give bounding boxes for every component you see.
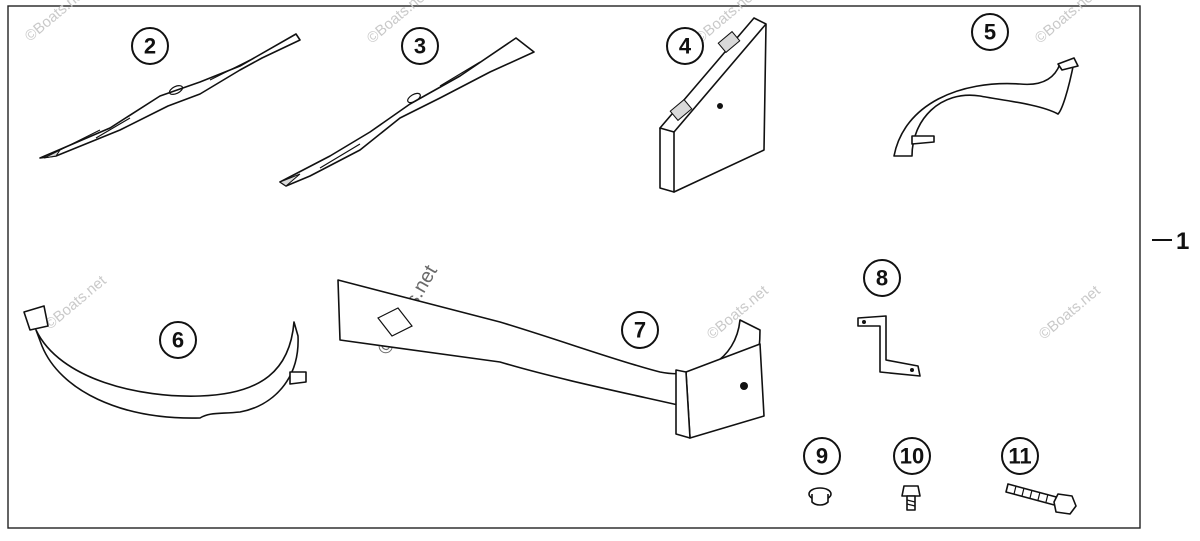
part-6-shield: [23, 305, 307, 419]
callout-10-circle: [893, 437, 931, 475]
callout-11-circle: [1001, 437, 1039, 475]
watermark-text: ©Boats.net: [1036, 282, 1105, 343]
callout-3-number: 3: [414, 34, 426, 59]
part-5-shield: [893, 57, 1079, 157]
callout-8-number: 8: [876, 266, 888, 291]
callout-3-circle: [401, 27, 439, 65]
diagram-frame: [7, 5, 1141, 529]
assembly-ref-label: 1: [1176, 228, 1189, 255]
watermark-text: ©Boats.net: [22, 0, 91, 45]
callout-4-number: 4: [679, 34, 692, 59]
callout-2-circle: [131, 27, 169, 65]
callout-7-number: 7: [634, 318, 646, 343]
callout-6-number: 6: [172, 328, 184, 353]
callout-10-number: 10: [900, 444, 924, 469]
callout-6-circle: [159, 321, 197, 359]
callout-5-circle: [971, 13, 1009, 51]
callout-11-number: 11: [1008, 444, 1031, 469]
callout-2-number: 2: [144, 34, 156, 59]
callout-8-circle: [863, 259, 901, 297]
callout-5-number: 5: [984, 20, 996, 45]
part-3-blade: [278, 37, 535, 187]
part-7-deflector: [337, 279, 765, 439]
part-10-bolt: [901, 485, 921, 511]
part-11-bolt: [1005, 483, 1077, 515]
watermark-group: ©Boats.net ©Boats.net ©Boats.net ©Boats.…: [22, 0, 1105, 359]
part-9-nut: [808, 487, 832, 506]
part-2-blade: [39, 33, 301, 159]
part-4-plate: [659, 17, 767, 193]
watermark-text: ©Boats.net: [42, 272, 111, 333]
watermark-text: ©Boats.net: [1032, 0, 1101, 47]
callout-7-circle: [621, 311, 659, 349]
part-8-bracket: [857, 315, 921, 377]
callout-9-number: 9: [816, 444, 828, 469]
callout-9-circle: [803, 437, 841, 475]
callout-4-circle: [666, 27, 704, 65]
